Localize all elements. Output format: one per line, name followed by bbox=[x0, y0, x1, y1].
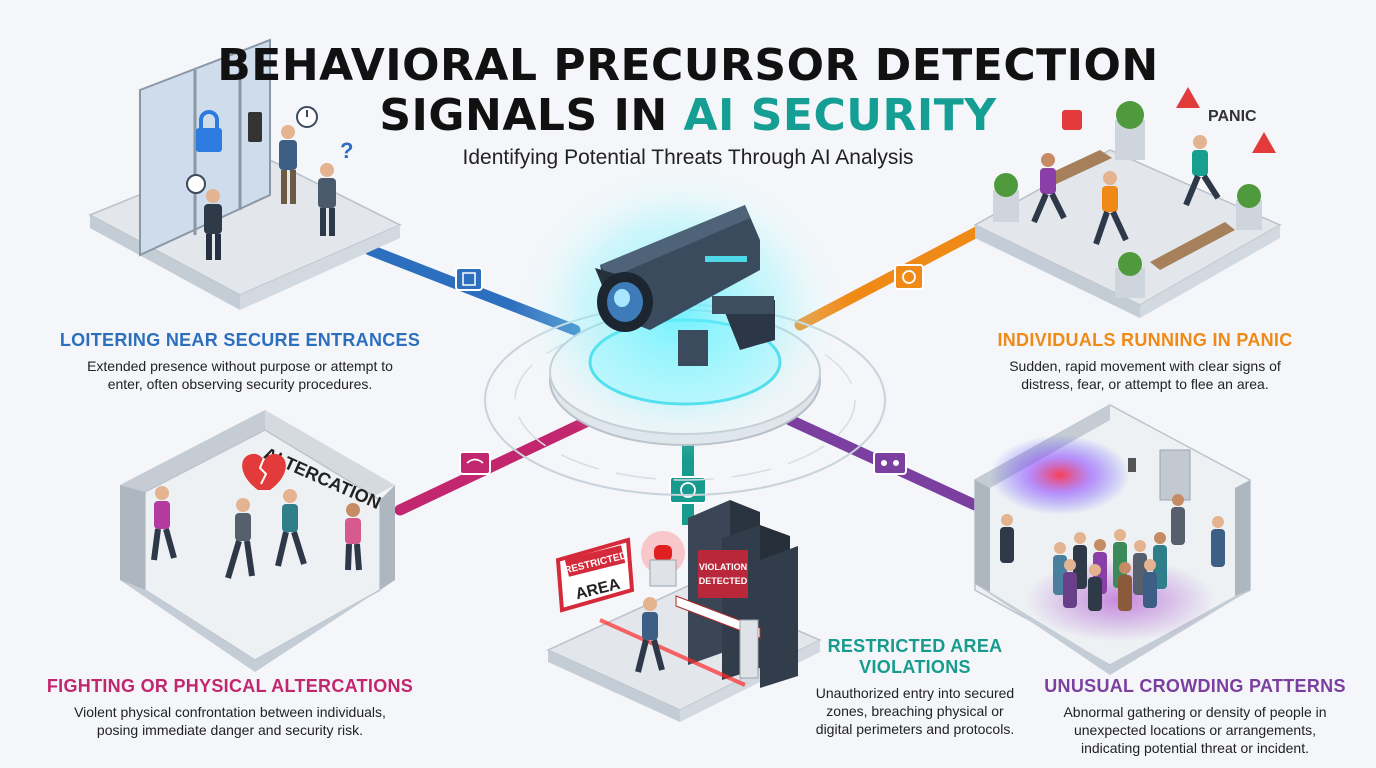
intruder-person bbox=[635, 597, 665, 673]
barrier-gate bbox=[675, 595, 761, 679]
crowd-figure bbox=[1000, 494, 1225, 611]
fighting-description-line2: posing immediate danger and security ris… bbox=[96, 722, 364, 738]
padlock-icon bbox=[196, 110, 222, 152]
fighting-person bbox=[151, 486, 362, 579]
person-figure bbox=[204, 125, 336, 260]
connector-fighting bbox=[394, 414, 596, 516]
fighting-scene: ALTERCATION bbox=[120, 410, 395, 672]
running-person bbox=[1031, 135, 1221, 245]
page-subtitle: Identifying Potential Threats Through AI… bbox=[462, 146, 914, 169]
restricted-title-line2: VIOLATIONS bbox=[859, 657, 971, 677]
title-plain: SIGNALS IN bbox=[379, 90, 684, 141]
crowding-description-line1: Abnormal gathering or density of people … bbox=[1063, 704, 1327, 720]
loitering-description-line1: Extended presence without purpose or att… bbox=[87, 358, 393, 374]
siren-icon bbox=[641, 531, 685, 587]
svg-text:?: ? bbox=[340, 138, 353, 163]
running-description: Sudden, rapid movement with clear signs … bbox=[950, 357, 1340, 393]
loitering-description-line2: enter, often observing security procedur… bbox=[107, 376, 373, 392]
restricted-description-line2: zones, breaching physical or bbox=[826, 703, 1004, 719]
connector-crowding bbox=[784, 414, 981, 511]
broken-heart-icon bbox=[242, 453, 286, 490]
bench bbox=[1040, 150, 1235, 270]
svg-text:DETECTED: DETECTED bbox=[699, 576, 748, 586]
running-description-line2: distress, fear, or attempt to flee an ar… bbox=[1021, 376, 1269, 392]
running-scene: PANIC bbox=[973, 87, 1282, 318]
fighting-description-line1: Violent physical confrontation between i… bbox=[74, 704, 386, 720]
fighting-title: FIGHTING OR PHYSICAL ALTERCATIONS bbox=[46, 676, 414, 696]
restricted-caption: RESTRICTED AREA VIOLATIONS Unauthorized … bbox=[795, 636, 1035, 738]
running-title: INDIVIDUALS RUNNING IN PANIC bbox=[997, 330, 1293, 350]
planter bbox=[993, 101, 1262, 298]
restricted-description-line1: Unauthorized entry into secured bbox=[815, 685, 1015, 701]
restricted-description: Unauthorized entry into secured zones, b… bbox=[795, 684, 1035, 738]
restricted-title: RESTRICTED AREA VIOLATIONS bbox=[795, 636, 1035, 678]
page-title-line2: SIGNALS IN AI SECURITY bbox=[0, 90, 1376, 141]
restricted-scene: VIOLATION DETECTED RESTRICTED AREA bbox=[546, 500, 822, 722]
running-description-line1: Sudden, rapid movement with clear signs … bbox=[1009, 358, 1281, 374]
clock-icon bbox=[186, 106, 318, 194]
loitering-scene: ? bbox=[88, 38, 402, 310]
page-title-line1: BEHAVIORAL PRECURSOR DETECTION bbox=[217, 40, 1159, 91]
fighting-description: Violent physical confrontation between i… bbox=[20, 703, 440, 739]
running-caption: INDIVIDUALS RUNNING IN PANIC Sudden, rap… bbox=[950, 330, 1340, 393]
fighting-caption: FIGHTING OR PHYSICAL ALTERCATIONS Violen… bbox=[20, 676, 440, 739]
laser-beam bbox=[599, 618, 746, 687]
crowding-description: Abnormal gathering or density of people … bbox=[1030, 703, 1360, 757]
svg-text:VIOLATION: VIOLATION bbox=[699, 562, 747, 572]
heatmap-icon bbox=[990, 435, 1130, 515]
violation-panel: VIOLATION DETECTED bbox=[698, 550, 748, 598]
crowding-description-line3: indicating potential threat or incident. bbox=[1080, 740, 1310, 756]
restricted-title-line1: RESTRICTED AREA bbox=[827, 636, 1003, 656]
panic-label: PANIC bbox=[1208, 108, 1257, 125]
crowding-scene bbox=[974, 404, 1251, 675]
crowding-title: UNUSUAL CROWDING PATTERNS bbox=[1044, 676, 1346, 696]
security-camera-hub bbox=[484, 160, 886, 496]
loitering-title: LOITERING NEAR SECURE ENTRANCES bbox=[59, 330, 421, 350]
warning-icon bbox=[1062, 87, 1276, 153]
restricted-description-line3: digital perimeters and protocols. bbox=[815, 721, 1015, 737]
crowding-caption: UNUSUAL CROWDING PATTERNS Abnormal gathe… bbox=[1030, 676, 1360, 757]
title-accent: AI SECURITY bbox=[683, 90, 997, 141]
loitering-caption: LOITERING NEAR SECURE ENTRANCES Extended… bbox=[40, 330, 440, 393]
restricted-area-sign: RESTRICTED AREA bbox=[555, 537, 635, 613]
security-camera-icon bbox=[595, 205, 775, 366]
loitering-description: Extended presence without purpose or att… bbox=[40, 357, 440, 393]
crowding-description-line2: unexpected locations or arrangements, bbox=[1073, 722, 1317, 738]
